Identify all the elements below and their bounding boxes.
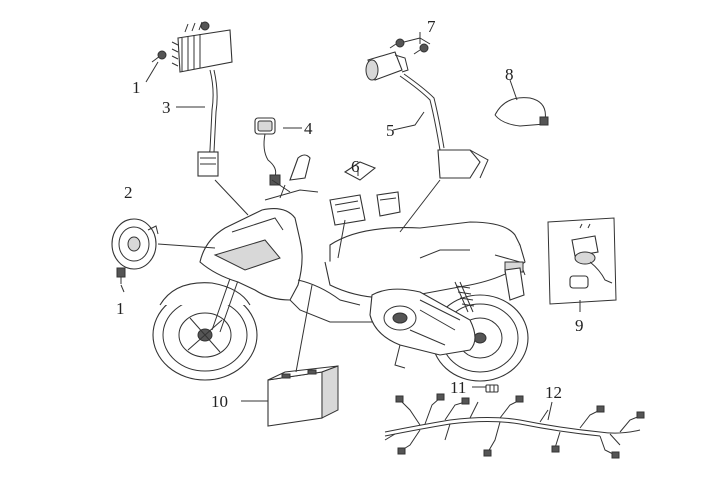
callout-12: 12 (545, 383, 562, 402)
front-fender (159, 282, 251, 306)
callout-1-upper: 1 (132, 78, 141, 97)
main-wiring-harness (384, 393, 645, 459)
relay-cdi-set (329, 161, 401, 226)
scooter-body (152, 154, 529, 382)
retaining-band (494, 97, 549, 127)
callout-11: 11 (450, 378, 466, 397)
sensor-subassembly (547, 217, 617, 305)
mirror (289, 154, 311, 181)
callout-5: 5 (386, 121, 395, 140)
ht-lead-spark-cap (399, 73, 489, 179)
regulator-harness (197, 69, 219, 177)
muffler (504, 267, 525, 301)
callout-7: 7 (427, 17, 436, 36)
horn (111, 218, 159, 270)
callout-3: 3 (162, 98, 171, 117)
bolt-upper (151, 50, 167, 63)
callout-6: 6 (351, 157, 360, 176)
callout-9: 9 (575, 316, 584, 335)
battery (267, 365, 339, 427)
callout-2: 2 (124, 183, 133, 202)
coil-bolts (389, 38, 429, 55)
center-stand (394, 344, 406, 369)
ignition-coil (365, 51, 409, 81)
handlebar (264, 184, 319, 201)
fuse (485, 384, 499, 393)
callout-1-lower: 1 (116, 299, 125, 318)
regulator-rectifier (171, 21, 233, 73)
engine-swingarm (369, 288, 476, 356)
switch-sensor (254, 117, 281, 186)
callout-10: 10 (211, 392, 228, 411)
callout-8: 8 (505, 65, 514, 84)
bolt-lower (116, 267, 126, 284)
callout-4: 4 (304, 119, 313, 138)
leader-lines (120, 32, 581, 421)
front-wheel (152, 289, 258, 381)
screw-icon (200, 21, 210, 31)
